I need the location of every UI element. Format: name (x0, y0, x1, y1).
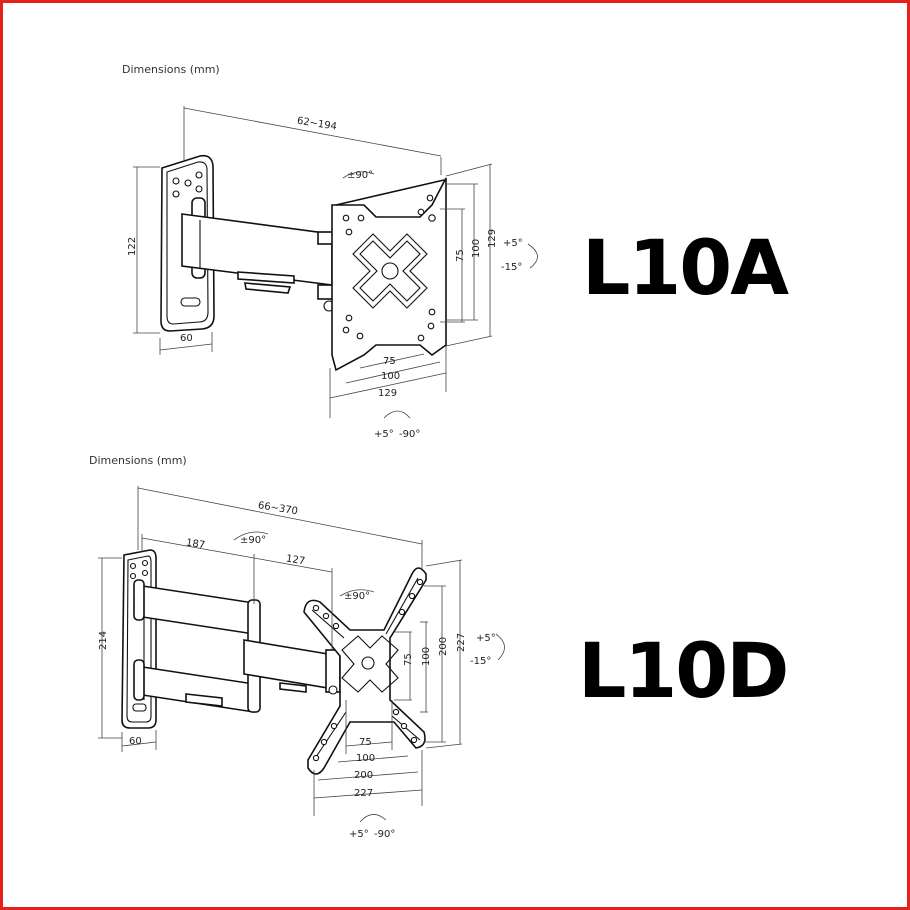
l10a-vesa-h75-label: 75 (383, 356, 396, 367)
l10d-tilt-up-label: +5° (476, 633, 496, 644)
l10d-dimension-lines (98, 486, 505, 823)
l10a-model-title: L10A (582, 223, 789, 312)
l10d-arm2-label: 127 (285, 553, 306, 567)
l10a-vesa-v100-label: 100 (471, 239, 482, 258)
l10d-vesa-h100-label: 100 (356, 753, 375, 764)
l10a-dimension-lines (133, 106, 538, 419)
l10d-plate-w-label: 227 (354, 788, 373, 799)
l10a-plate-w-label: 129 (378, 388, 397, 399)
l10d-vesa-h75-label: 75 (359, 737, 372, 748)
l10d-swivel2-label: ±90° (344, 591, 370, 602)
l10d-rot-a-label: +5° (349, 829, 369, 840)
l10a-vesa-v75-label: 75 (455, 249, 466, 262)
l10a-rot-b-label: -90° (399, 429, 420, 440)
top-dimensions-header: Dimensions (mm) (122, 63, 220, 76)
l10a-vesa-h100-label: 100 (381, 371, 400, 382)
l10d-wall-plate (121, 549, 157, 729)
l10d-wall-width-label: 60 (129, 736, 142, 747)
l10a-tilt-down-label: -15° (501, 262, 522, 273)
l10d-vesa-v75-label: 75 (403, 653, 414, 666)
l10d-arms (133, 579, 341, 713)
l10d-arm1-label: 187 (185, 537, 206, 551)
l10a-tilt-up-label: +5° (503, 238, 523, 249)
l10d-vesa-v200-label: 200 (438, 637, 449, 656)
l10d-vesa-h200-label: 200 (354, 770, 373, 781)
bottom-dimensions-header: Dimensions (mm) (89, 454, 187, 467)
l10d-rot-b-label: -90° (374, 829, 395, 840)
l10a-diagram: Dimensions (mm) (122, 63, 791, 440)
l10d-extension-label: 66~370 (257, 500, 298, 517)
l10a-rot-a-label: +5° (374, 429, 394, 440)
l10a-swivel-label: ±90° (347, 170, 373, 181)
l10d-vesa-v100-label: 100 (421, 647, 432, 666)
l10d-vesa-plate (303, 567, 427, 775)
l10a-wall-height-label: 122 (127, 237, 138, 256)
l10a-plate-h-label: 129 (487, 229, 498, 248)
l10a-vesa-plate (331, 177, 447, 372)
l10d-diagram: Dimensions (mm) (89, 454, 789, 840)
l10a-wall-width-label: 60 (180, 333, 193, 344)
l10d-tilt-down-label: -15° (470, 656, 491, 667)
l10d-wall-height-label: 214 (98, 631, 109, 650)
l10d-model-title: L10D (578, 626, 787, 715)
l10d-swivel1-label: ±90° (240, 535, 266, 546)
l10d-plate-h-label: 227 (456, 633, 467, 652)
